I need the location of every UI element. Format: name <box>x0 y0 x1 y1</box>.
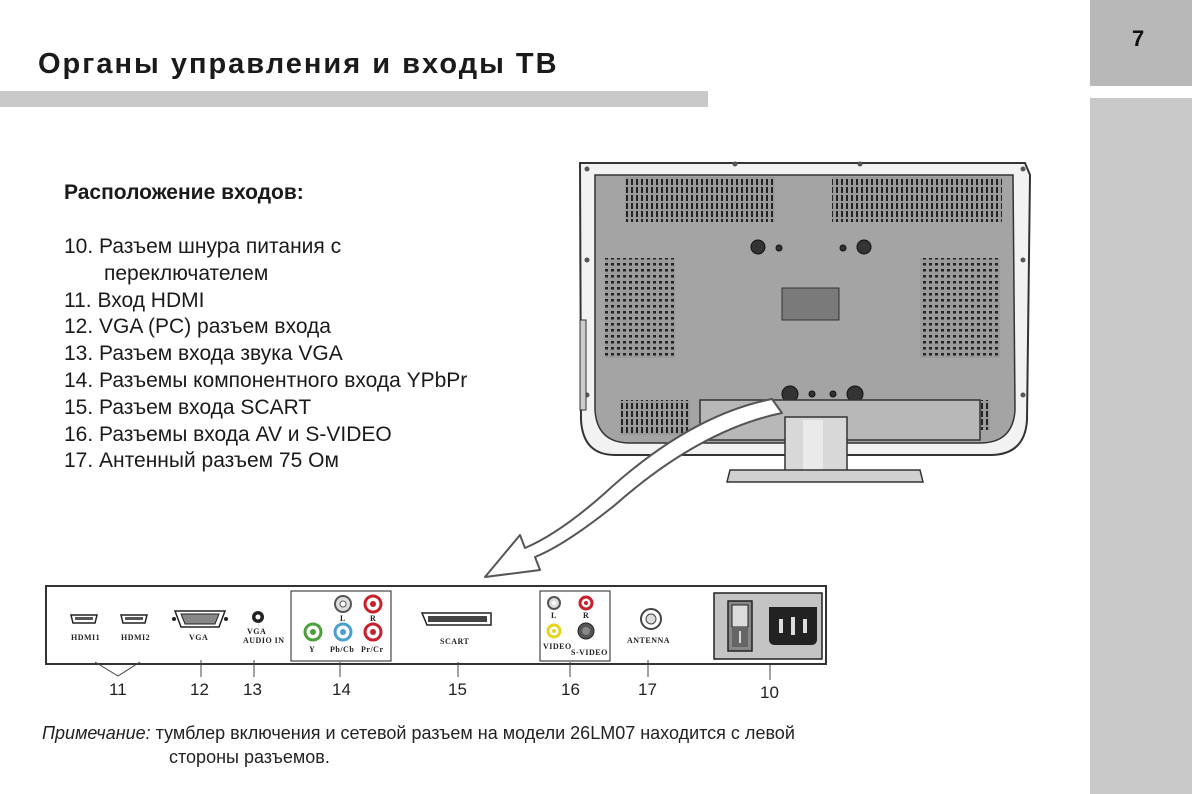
svideo-port-icon <box>577 622 595 640</box>
rca-red-icon <box>363 622 383 642</box>
rca-white-icon <box>547 596 561 610</box>
vga-port-icon <box>172 610 228 628</box>
power-socket-icon <box>769 607 817 645</box>
rca-yellow-icon <box>546 623 562 639</box>
av-svideo-label: S-VIDEO <box>571 648 608 657</box>
component-y-label: Y <box>309 645 316 654</box>
page-title: Органы управления и входы ТВ <box>38 48 559 80</box>
component-pb-label: Pb/Cb <box>330 645 355 654</box>
note-line-2: стороны разъемов. <box>169 747 330 767</box>
footnote: Примечание: тумблер включения и сетевой … <box>42 721 795 769</box>
hdmi2-port-icon <box>120 614 148 624</box>
rca-white-icon <box>334 595 352 613</box>
page-tab <box>1090 0 1192 86</box>
hdmi1-label: HDMI1 <box>71 633 101 642</box>
list-item: 17. Антенный разъем 75 Ом <box>64 449 339 473</box>
list-item: 11. Вход HDMI <box>64 288 205 312</box>
vga-audio-label-2: AUDIO IN <box>243 636 285 645</box>
list-item: 16. Разъемы входа AV и S-VIDEO <box>64 422 392 446</box>
vga-label: VGA <box>189 633 209 642</box>
av-r-label: R <box>583 611 590 620</box>
section-heading: Расположение входов: <box>64 181 304 204</box>
connector-panel: HDMI1 HDMI2 VGA VGA AUDIO IN L R Y Pb/Cb… <box>45 585 827 665</box>
callout-10: 10 <box>760 683 779 702</box>
component-pr-label: Pr/Cr <box>361 645 384 654</box>
antenna-port-icon <box>640 608 662 630</box>
callout-13: 13 <box>243 680 262 699</box>
list-item: 13. Разъем входа звука VGA <box>64 342 343 366</box>
rca-red-icon <box>578 595 594 611</box>
hdmi1-port-icon <box>70 614 98 624</box>
pointer-arrow <box>484 398 783 578</box>
rca-blue-icon <box>333 622 353 642</box>
rca-green-icon <box>303 622 323 642</box>
scart-port-icon <box>420 612 492 626</box>
component-r-label: R <box>370 614 377 623</box>
av-l-label: L <box>551 611 557 620</box>
callout-15: 15 <box>448 680 467 699</box>
power-switch-icon <box>727 600 753 652</box>
note-line-1: тумблер включения и сетевой разъем на мо… <box>150 723 795 743</box>
side-bar <box>1090 98 1192 794</box>
list-item: 14. Разъемы компонентного входа YPbPr <box>64 368 468 392</box>
callout-17: 17 <box>638 680 657 699</box>
callout-16: 16 <box>561 680 580 699</box>
callout-11: 11 <box>109 680 127 699</box>
scart-label: SCART <box>440 637 470 646</box>
note-label: Примечание: <box>42 723 151 743</box>
list-item: 12. VGA (PC) разъем входа <box>64 315 331 339</box>
antenna-label: ANTENNA <box>627 636 671 645</box>
tv-rear-illustration <box>578 161 1032 483</box>
page-number: 7 <box>1132 26 1145 51</box>
callout-14: 14 <box>332 680 351 699</box>
vga-audio-label-1: VGA <box>247 627 267 636</box>
connector-shapes <box>70 590 823 662</box>
hdmi2-label: HDMI2 <box>121 633 151 642</box>
rca-red-icon <box>363 594 383 614</box>
title-underline <box>0 91 708 107</box>
callout-12: 12 <box>190 680 209 699</box>
list-item: 15. Разъем входа SCART <box>64 395 312 419</box>
av-video-label: VIDEO <box>543 642 572 651</box>
component-l-label: L <box>340 614 346 623</box>
audio-jack-icon <box>252 611 264 623</box>
